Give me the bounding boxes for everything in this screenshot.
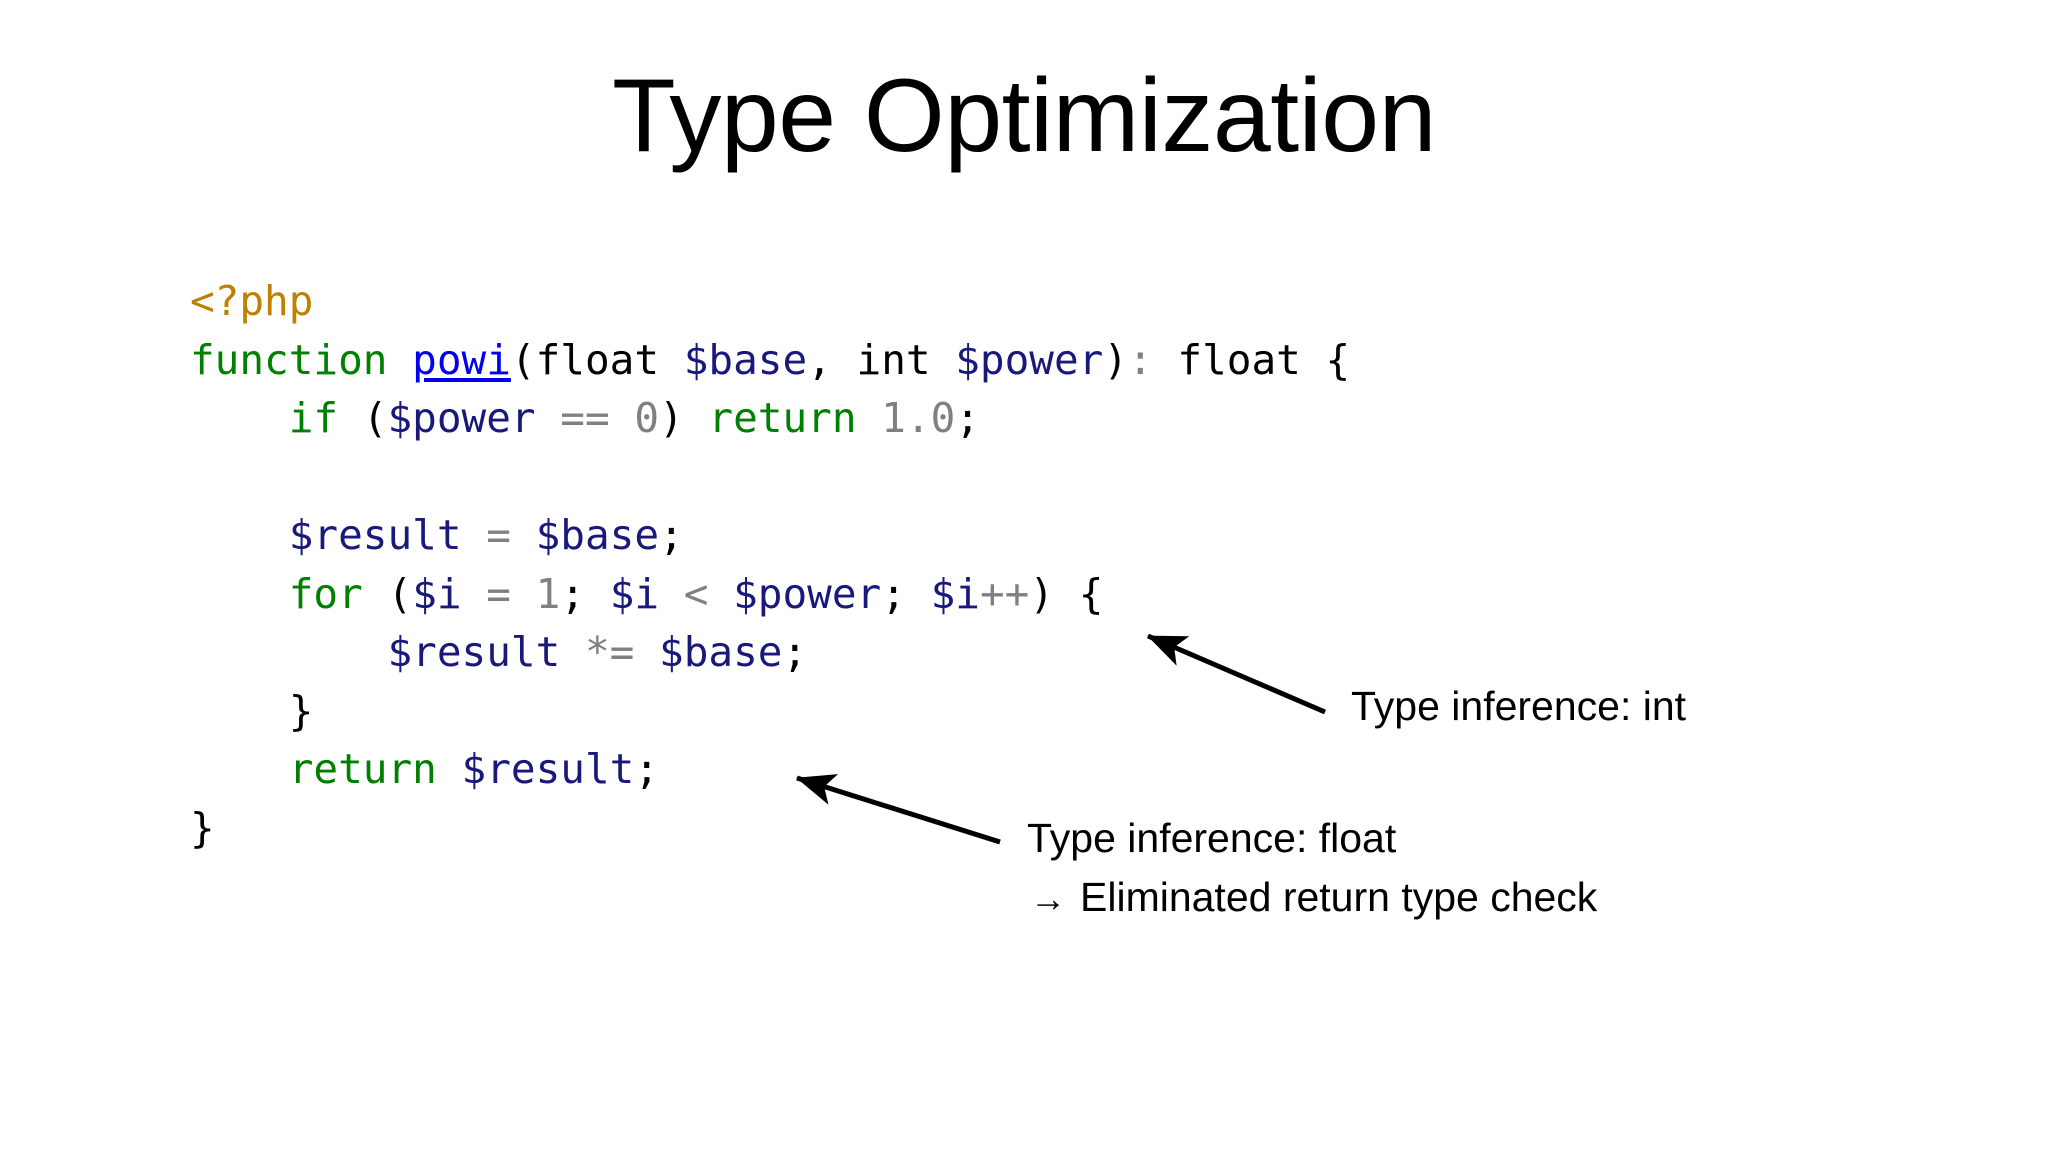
code-token-kw: if (288, 394, 339, 442)
code-token-plain (708, 570, 733, 618)
code-line: } (190, 799, 1350, 858)
code-token-op: = (486, 511, 511, 559)
code-token-op: *= (584, 628, 635, 676)
code-token-var: $power (387, 394, 536, 442)
annotation-eliminated-return-type-check: → Eliminated return type check (1030, 873, 1597, 921)
code-token-plain (560, 628, 585, 676)
code-token-plain: ( (338, 394, 388, 442)
code-token-plain: ; (881, 569, 931, 618)
code-token-var: $base (683, 335, 808, 384)
code-token-plain (387, 336, 412, 384)
code-token-plain: ( (362, 569, 413, 618)
code-token-var: $result (288, 511, 462, 559)
code-token-plain: ) (659, 394, 709, 442)
code-token-fn: powi (412, 335, 511, 384)
code-token-plain (659, 570, 684, 618)
code-token-plain: } (288, 686, 314, 735)
code-token-plain (462, 570, 487, 618)
code-token-plain: float { (1152, 335, 1351, 384)
code-token-plain: ; (659, 511, 684, 559)
code-token-plain: ) (1103, 335, 1129, 384)
code-line (190, 448, 1350, 507)
code-token-op: : (1128, 335, 1153, 384)
code-token-num: 1 (535, 569, 561, 618)
code-token-var: $i (930, 569, 980, 618)
right-arrow-icon: → (1030, 878, 1066, 919)
code-token-var: $i (609, 569, 660, 618)
code-token-op: == (560, 394, 610, 442)
code-token-plain (511, 570, 536, 618)
code-token-op: < (683, 569, 709, 618)
code-token-num: 1.0 (881, 394, 956, 442)
code-token-plain: ; (955, 394, 980, 442)
code-token-op: = (486, 569, 511, 618)
code-token-plain: , int (807, 335, 956, 384)
code-line: function powi(float $base, int $power): … (190, 331, 1350, 390)
code-line: $result *= $base; (190, 623, 1350, 682)
code-line: <?php (190, 272, 1350, 331)
code-token-plain: } (190, 803, 215, 852)
code-token-plain (462, 511, 487, 559)
code-token-kw: return (708, 394, 857, 442)
code-token-var: $result (387, 628, 561, 676)
code-token-plain (536, 394, 561, 442)
code-token-plain (610, 394, 635, 442)
code-token-kw: function (190, 335, 388, 384)
code-token-var: $base (659, 628, 783, 676)
code-line: for ($i = 1; $i < $power; $i++) { (190, 565, 1350, 624)
code-line: return $result; (190, 740, 1350, 799)
code-token-plain: ; (782, 628, 808, 676)
code-token-plain: ; (560, 569, 610, 618)
code-token-op: ++ (979, 569, 1030, 618)
code-token-plain (437, 745, 462, 793)
code-token-var: $power (955, 335, 1104, 384)
code-token-plain (634, 628, 659, 676)
code-token-plain (857, 394, 882, 442)
code-line: if ($power == 0) return 1.0; (190, 389, 1350, 448)
code-token-plain: ) { (1029, 569, 1104, 618)
code-token-plain: ; (634, 745, 660, 793)
code-line: $result = $base; (190, 506, 1350, 565)
code-token-num: 0 (634, 394, 660, 442)
code-token-plain (511, 511, 536, 559)
code-token-var: $power (733, 569, 882, 618)
annotation-type-inference-int: Type inference: int (1351, 683, 1687, 729)
code-line: } (190, 682, 1350, 741)
annotation-eliminated-label: Eliminated return type check (1080, 874, 1598, 920)
annotation-type-inference-float: Type inference: float (1027, 815, 1397, 861)
code-token-var: $base (535, 511, 660, 559)
code-token-kw: return (288, 745, 437, 793)
code-token-kw: for (288, 569, 363, 618)
code-token-var: $i (412, 569, 462, 618)
code-token-php: <?php (190, 277, 314, 325)
page-title: Type Optimization (612, 58, 1436, 174)
code-token-var: $result (461, 745, 635, 793)
code-token-plain: (float (510, 335, 684, 384)
